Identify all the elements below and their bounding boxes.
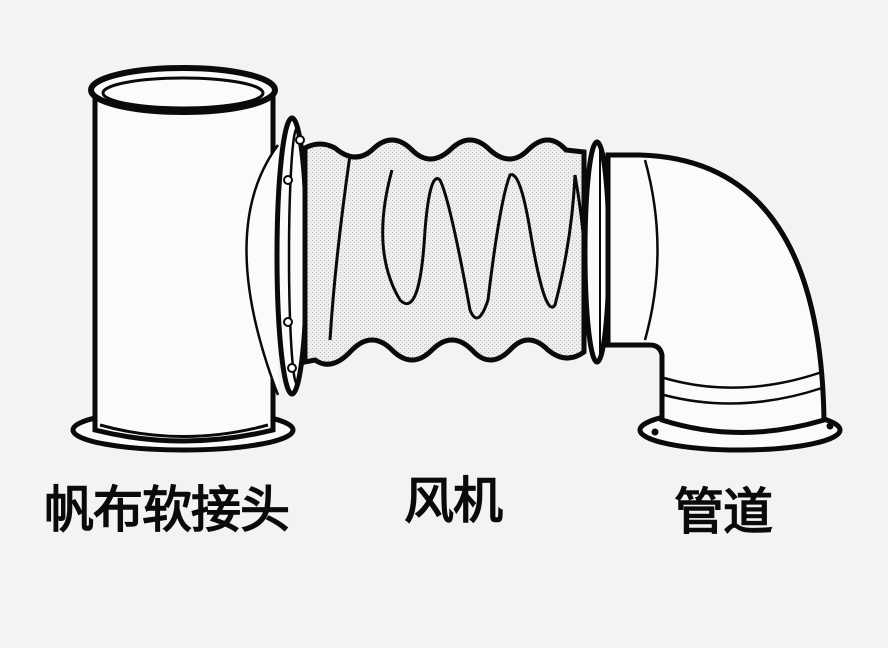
label-fan: 风机 (404, 471, 503, 530)
canvas-bellows-icon (302, 137, 588, 367)
label-canvas-joint: 帆布软接头 (44, 480, 290, 539)
vertical-duct-icon (70, 65, 296, 453)
left-flange-icon (274, 115, 310, 397)
elbow-duct-icon (605, 152, 843, 453)
label-pipe: 管道 (674, 482, 773, 541)
right-flange-icon (582, 139, 612, 365)
